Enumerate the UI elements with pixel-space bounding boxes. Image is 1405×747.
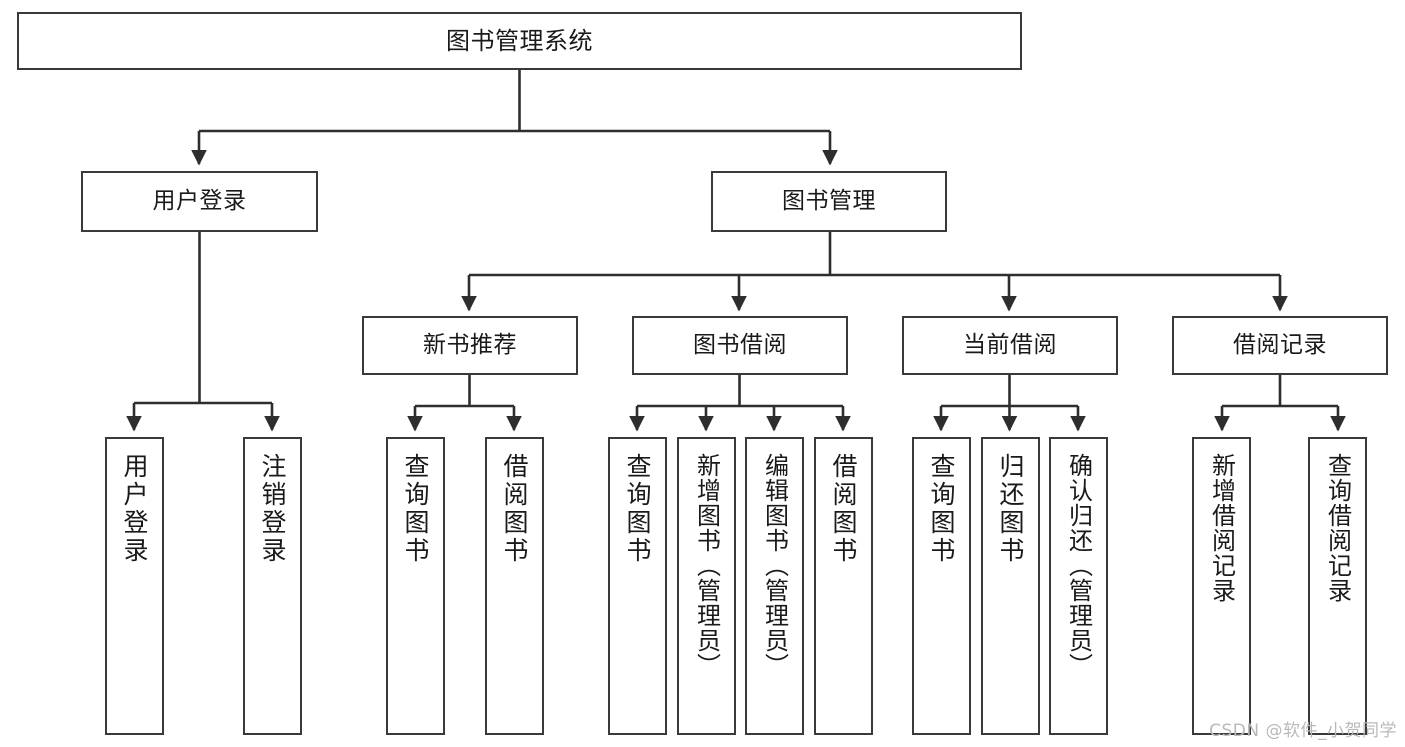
node-root-system[interactable]: 图书管理系统 xyxy=(17,12,1022,70)
node-label: 用户登录 xyxy=(120,453,149,565)
node-leaf-logout-login[interactable]: 注销登录 xyxy=(243,437,302,735)
node-label: 用户登录 xyxy=(152,187,247,214)
node-label: 确认归还（管理员） xyxy=(1064,453,1093,678)
node-leaf-return-book[interactable]: 归还图书 xyxy=(981,437,1040,735)
node-label: 图书借阅 xyxy=(693,331,787,358)
node-leaf-borrow-book-1[interactable]: 借阅图书 xyxy=(485,437,544,735)
node-label: 借阅图书 xyxy=(829,453,858,565)
node-label: 查询图书 xyxy=(623,453,652,565)
node-label: 查询借阅记录 xyxy=(1323,453,1352,603)
node-label: 注销登录 xyxy=(258,453,287,565)
node-book-borrow[interactable]: 图书借阅 xyxy=(632,316,848,375)
node-label: 借阅图书 xyxy=(500,453,529,565)
node-current-borrow[interactable]: 当前借阅 xyxy=(902,316,1118,375)
node-label: 查询图书 xyxy=(927,453,956,565)
watermark-text: CSDN @软件_小贺同学 xyxy=(1209,721,1397,741)
node-leaf-add-record[interactable]: 新增借阅记录 xyxy=(1192,437,1251,735)
node-leaf-query-record[interactable]: 查询借阅记录 xyxy=(1308,437,1367,735)
node-label: 借阅记录 xyxy=(1233,331,1327,358)
node-borrow-record[interactable]: 借阅记录 xyxy=(1172,316,1388,375)
node-label: 新增借阅记录 xyxy=(1207,453,1236,603)
node-label: 编辑图书（管理员） xyxy=(760,453,789,678)
node-label: 图书管理系统 xyxy=(446,26,593,55)
node-label: 当前借阅 xyxy=(963,331,1057,358)
node-leaf-user-login[interactable]: 用户登录 xyxy=(105,437,164,735)
node-leaf-query-book-1[interactable]: 查询图书 xyxy=(386,437,445,735)
node-label: 查询图书 xyxy=(401,453,430,565)
node-leaf-edit-book[interactable]: 编辑图书（管理员） xyxy=(745,437,804,735)
node-label: 新书推荐 xyxy=(423,331,517,358)
node-leaf-query-book-3[interactable]: 查询图书 xyxy=(912,437,971,735)
node-new-book-recommend[interactable]: 新书推荐 xyxy=(362,316,578,375)
node-leaf-borrow-book-2[interactable]: 借阅图书 xyxy=(814,437,873,735)
node-label: 新增图书（管理员） xyxy=(692,453,721,678)
node-leaf-query-book-2[interactable]: 查询图书 xyxy=(608,437,667,735)
node-leaf-confirm-return[interactable]: 确认归还（管理员） xyxy=(1049,437,1108,735)
node-user-login[interactable]: 用户登录 xyxy=(81,171,318,232)
node-leaf-add-book[interactable]: 新增图书（管理员） xyxy=(677,437,736,735)
node-book-manage[interactable]: 图书管理 xyxy=(711,171,947,232)
node-label: 归还图书 xyxy=(996,453,1025,565)
node-label: 图书管理 xyxy=(782,187,876,214)
